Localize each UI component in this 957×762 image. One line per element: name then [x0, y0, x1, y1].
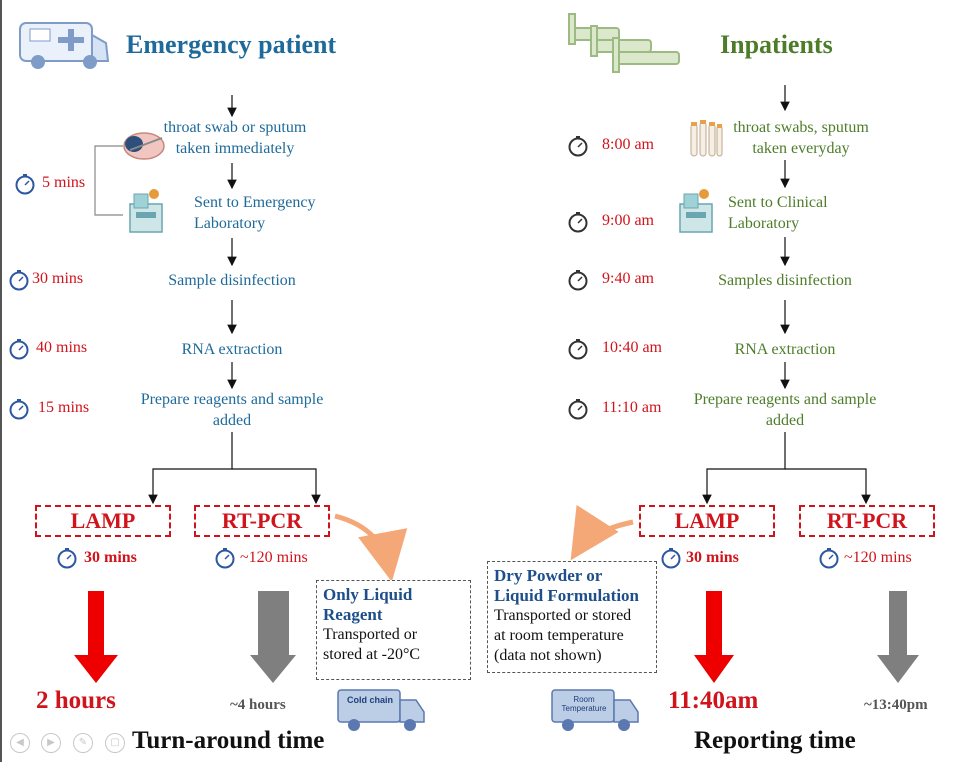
time-bracket — [94, 145, 123, 216]
left-step-1: throat swab or sputum taken immediately — [163, 119, 307, 157]
right-reagent-body: Transported or stored at room temperatur… — [494, 607, 632, 664]
branch-arrow-rtpcr — [232, 468, 321, 505]
next-icon[interactable]: ▶ — [41, 733, 61, 753]
left-step-4: RNA extraction — [181, 341, 283, 358]
right-reagent-head: Dry Powder or Liquid Formulation — [494, 566, 640, 605]
left-time-2: 30 mins — [32, 270, 84, 287]
left-step-3: Sample disinfection — [168, 272, 296, 289]
branch-arrow-rtpcr — [785, 468, 871, 505]
right-reagent-note: Dry Powder or Liquid Formulation Transpo… — [487, 561, 657, 673]
right-step-5: Prepare reagents and sample added — [693, 391, 877, 429]
right-lamp-result: 11:40am — [668, 687, 759, 714]
left-truck-label: Cold chain — [346, 695, 393, 705]
stopwatch-icon — [567, 211, 589, 238]
left-time-1: 5 mins — [42, 174, 86, 191]
right-time-2: 9:00 am — [602, 212, 654, 229]
left-reagent-head: Only Liquid Reagent — [323, 585, 413, 624]
left-lamp-time: 30 mins — [84, 549, 137, 566]
right-truck-label: Room Temperature — [561, 695, 607, 713]
stopwatch-icon — [8, 338, 30, 365]
lamp-result-arrow-right — [694, 591, 734, 683]
frame-edge — [0, 0, 2, 762]
stopwatch-icon — [56, 547, 78, 574]
left-rtpcr-result: ~4 hours — [230, 697, 286, 713]
left-step-2: Sent to Emergency Laboratory — [194, 194, 316, 232]
right-lamp-time: 30 mins — [686, 549, 739, 566]
left-bottom-title: Turn-around time — [132, 727, 325, 754]
right-rtpcr-time: ~120 mins — [844, 549, 912, 566]
curved-arrow-left — [334, 513, 408, 582]
stopwatch-icon — [567, 398, 589, 425]
right-step-2: Sent to Clinical Laboratory — [728, 194, 828, 232]
hospital-beds-icon — [568, 13, 680, 73]
left-reagent-note: Only Liquid Reagent Transported or store… — [316, 580, 471, 680]
slides-icon[interactable]: ▢ — [105, 733, 125, 753]
right-time-4: 10:40 am — [602, 339, 662, 356]
rtpcr-result-arrow-right — [877, 591, 919, 683]
stopwatch-icon — [567, 338, 589, 365]
left-title: Emergency patient — [126, 30, 337, 59]
truck-icon: Cold chain — [336, 686, 428, 734]
right-rtpcr-box: RT-PCR — [799, 505, 935, 537]
curved-arrow-right — [570, 504, 634, 561]
right-step-1: throat swabs, sputum taken everyday — [733, 119, 869, 157]
right-time-5: 11:10 am — [602, 399, 662, 416]
left-lamp-result: 2 hours — [36, 687, 116, 714]
stopwatch-icon — [14, 173, 36, 200]
rtpcr-result-arrow-left — [250, 591, 296, 683]
left-reagent-body: Transported or stored at -20°C — [323, 626, 421, 663]
branch-arrow-lamp — [148, 432, 233, 505]
right-lamp-box: LAMP — [639, 505, 775, 537]
right-step-3: Samples disinfection — [718, 272, 852, 289]
stopwatch-icon — [8, 269, 30, 296]
left-lamp-box: LAMP — [35, 505, 171, 537]
test-tubes-icon — [690, 120, 723, 157]
stopwatch-icon — [567, 135, 589, 162]
ambulance-icon — [19, 22, 110, 69]
lamp-result-arrow-left — [74, 591, 118, 683]
branch-arrow-lamp — [702, 432, 786, 505]
lab-machine-icon — [679, 189, 713, 233]
stopwatch-icon — [8, 398, 30, 425]
stopwatch-icon — [818, 547, 840, 574]
stopwatch-icon — [567, 269, 589, 296]
right-title: Inpatients — [720, 30, 833, 59]
pen-icon[interactable]: ✎ — [73, 733, 93, 753]
previous-icon[interactable]: ◀ — [10, 733, 30, 753]
truck-icon: Room Temperature — [550, 686, 642, 734]
left-time-4: 15 mins — [38, 399, 90, 416]
left-rtpcr-time: ~120 mins — [240, 549, 308, 566]
right-time-3: 9:40 am — [602, 270, 654, 287]
left-time-3: 40 mins — [36, 339, 88, 356]
left-rtpcr-box: RT-PCR — [194, 505, 330, 537]
lab-machine-icon — [129, 189, 163, 233]
right-bottom-title: Reporting time — [694, 727, 856, 754]
right-time-1: 8:00 am — [602, 136, 654, 153]
right-rtpcr-result: ~13:40pm — [864, 697, 928, 713]
left-step-5: Prepare reagents and sample added — [140, 391, 324, 429]
stopwatch-icon — [660, 547, 682, 574]
throat-swab-icon — [123, 132, 165, 160]
stopwatch-icon — [214, 547, 236, 574]
right-step-4: RNA extraction — [734, 341, 836, 358]
